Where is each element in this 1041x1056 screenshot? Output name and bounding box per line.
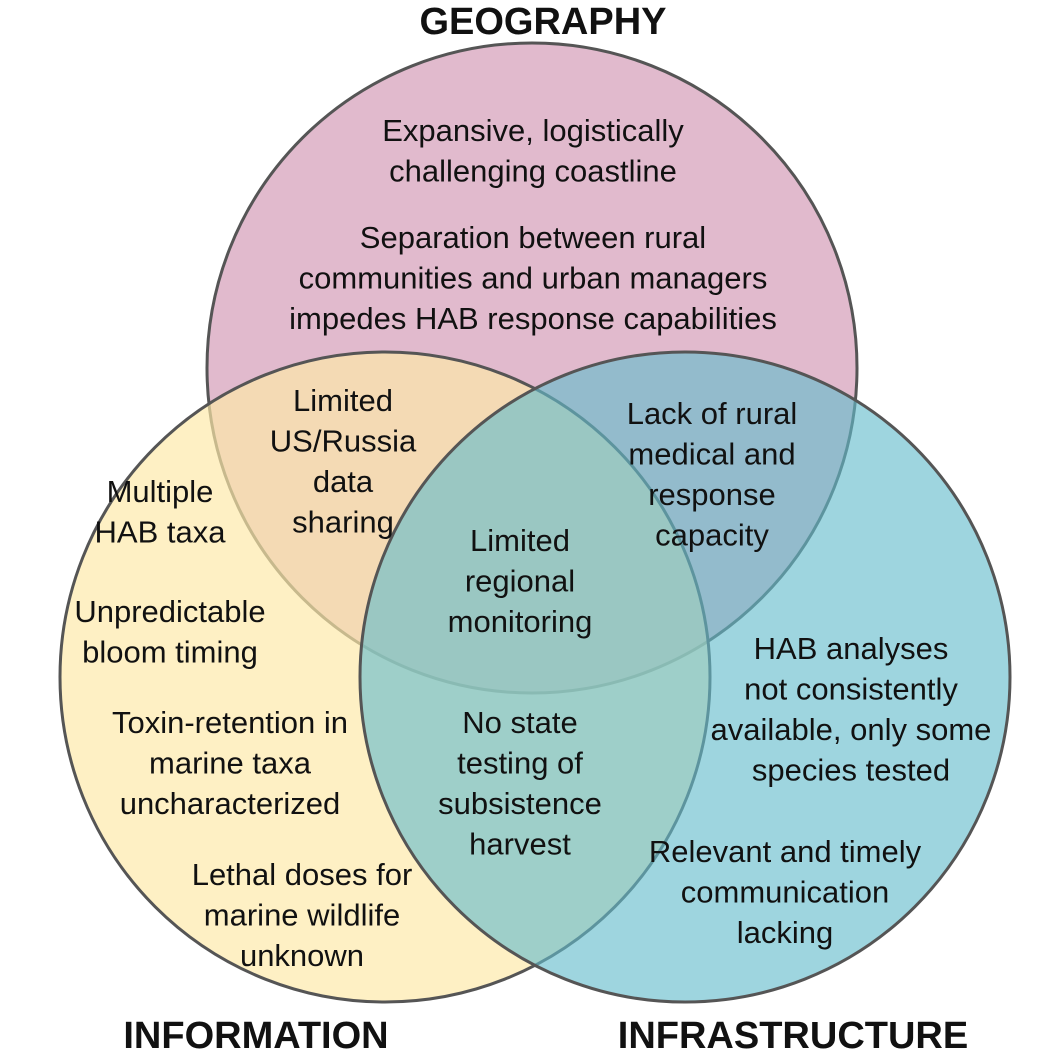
- region-text-line: capacity: [655, 518, 769, 553]
- region-text-line: marine wildlife: [204, 898, 400, 933]
- region-text-line: Limited: [470, 523, 570, 558]
- region-text-line: Lack of rural: [627, 396, 798, 431]
- region-text-line: HAB taxa: [95, 515, 227, 550]
- region-text-line: harvest: [469, 827, 571, 862]
- region-text-line: US/Russia: [270, 424, 417, 459]
- region-text-line: Limited: [293, 383, 393, 418]
- region-text-line: marine taxa: [149, 746, 312, 781]
- infrastructure-title: INFRASTRUCTURE: [618, 1015, 968, 1056]
- region-text-line: No state: [462, 705, 577, 740]
- region-text-line: medical and: [628, 437, 795, 472]
- region-text-line: testing of: [457, 746, 583, 781]
- infrastructure-item: Relevant and timely communication lacking: [649, 834, 922, 950]
- region-text-line: Expansive, logistically: [382, 113, 684, 148]
- circles: [58, 41, 1012, 1004]
- region-text-line: bloom timing: [82, 635, 258, 670]
- region-text-line: unknown: [240, 938, 364, 973]
- geography-infrastructure-item: Lack of rural medical and response capacity: [627, 396, 798, 553]
- region-text-line: uncharacterized: [120, 786, 341, 821]
- region-text-line: not consistently: [744, 672, 958, 707]
- information-title: INFORMATION: [123, 1015, 388, 1056]
- information-infrastructure-item: No state testing of subsistence harvest: [438, 705, 602, 862]
- region-text-line: Toxin-retention in: [112, 705, 348, 740]
- region-text-line: data: [313, 464, 374, 499]
- region-text-line: Unpredictable: [74, 594, 265, 629]
- region-text-line: Relevant and timely: [649, 834, 922, 869]
- information-item: Lethal doses for marine wildlife unknown: [192, 857, 413, 973]
- geography-item: Expansive, logistically challenging coast…: [382, 113, 684, 189]
- region-text-line: monitoring: [448, 604, 593, 639]
- region-text-line: HAB analyses: [754, 631, 949, 666]
- region-text-line: response: [648, 477, 776, 512]
- region-text-line: communities and urban managers: [299, 261, 768, 296]
- region-text-line: subsistence: [438, 786, 602, 821]
- region-text-line: species tested: [752, 753, 950, 788]
- region-text-line: Multiple: [107, 474, 214, 509]
- region-text-line: Separation between rural: [360, 220, 706, 255]
- information-item: Toxin-retention in marine taxa uncharacter…: [112, 705, 348, 821]
- region-text-line: impedes HAB response capabilities: [289, 301, 777, 336]
- infrastructure-item: HAB analyses not consistently available, o…: [711, 631, 992, 788]
- all-three-item: Limited regional monitoring: [448, 523, 593, 639]
- region-text-line: challenging coastline: [389, 154, 677, 189]
- region-labels: Expansive, logistically challenging coast…: [74, 113, 991, 973]
- region-text-line: regional: [465, 564, 575, 599]
- infrastructure-circle: [358, 350, 1012, 1004]
- region-text-line: lacking: [737, 915, 834, 950]
- region-text-line: communication: [681, 875, 889, 910]
- geography-title: GEOGRAPHY: [419, 1, 666, 43]
- geography-item: Separation between rural communities and …: [289, 220, 777, 336]
- region-text-line: Lethal doses for: [192, 857, 413, 892]
- region-text-line: sharing: [292, 505, 394, 540]
- region-text-line: available, only some: [711, 712, 992, 747]
- information-item: Unpredictable bloom timing: [74, 594, 265, 670]
